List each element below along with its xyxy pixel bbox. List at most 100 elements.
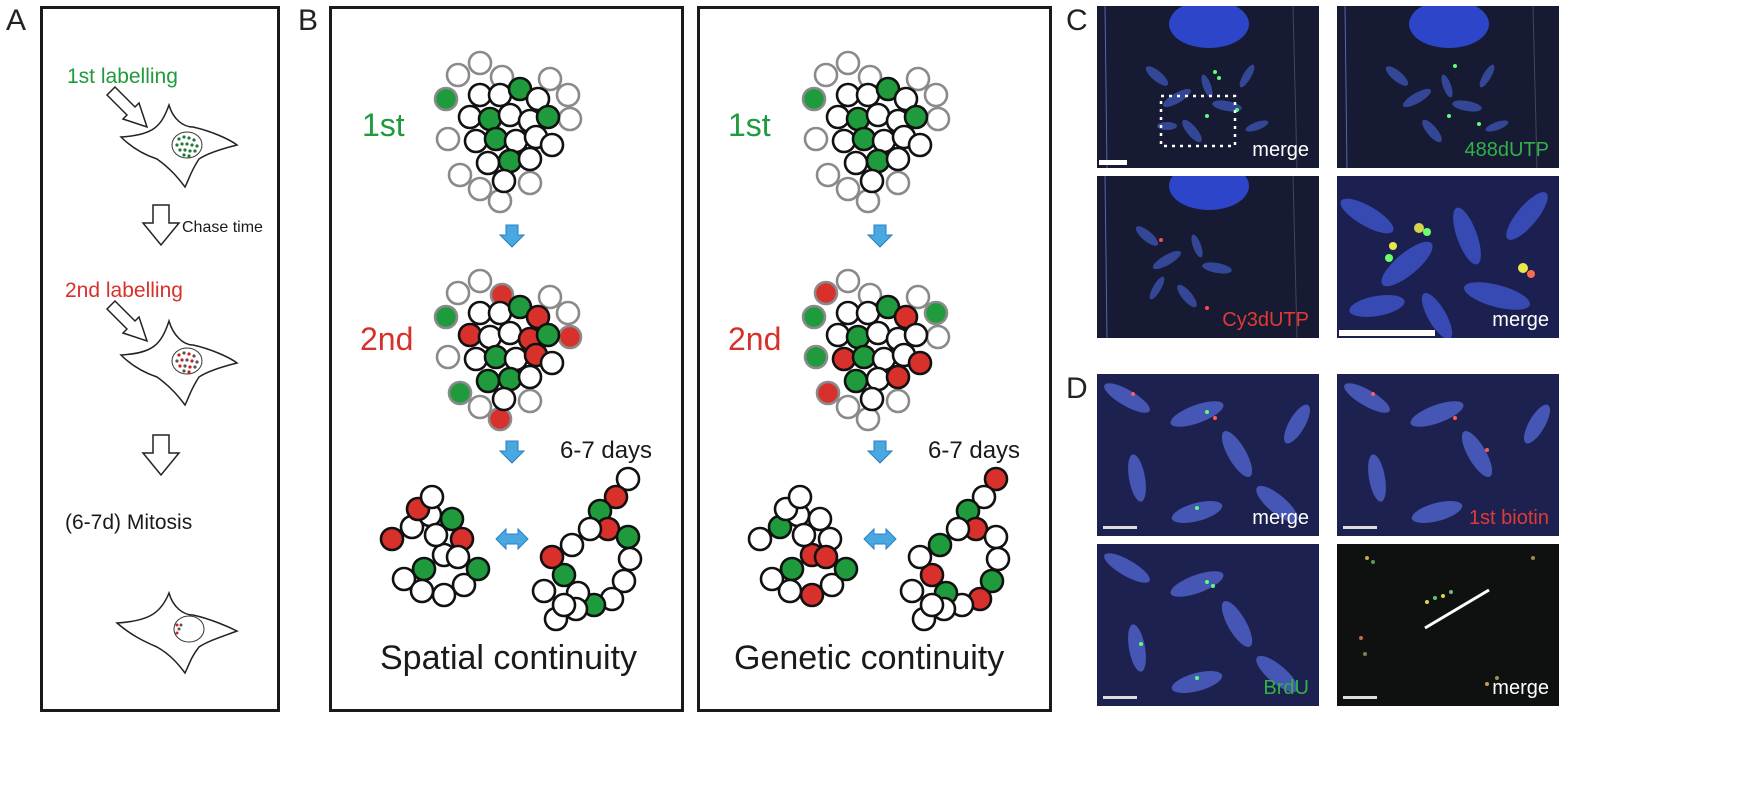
bead-outer — [801, 86, 827, 112]
bead-inner — [517, 364, 543, 390]
bead-inner — [483, 126, 509, 152]
zoom-region-box — [1159, 94, 1237, 148]
bead-inner — [539, 132, 565, 158]
b-left-drawing — [379, 50, 643, 632]
bead-outer — [433, 86, 459, 112]
first-labelling-label: 1st labelling — [67, 65, 178, 88]
chase-arrow-icon — [141, 204, 181, 247]
bead-outer — [557, 324, 583, 350]
green-label-dots — [175, 135, 199, 158]
blue-arrow-down-icon — [498, 224, 526, 248]
mixed-label-dots — [175, 351, 199, 374]
labelling-arrow-icon — [105, 85, 149, 129]
bead-inner — [855, 300, 881, 326]
second-labelling-label: 2nd labelling — [65, 279, 183, 302]
bead-inner — [475, 150, 501, 176]
chain-bead — [409, 578, 435, 604]
bead-inner — [487, 300, 513, 326]
chain-bead — [551, 592, 577, 618]
chain-bead — [807, 506, 833, 532]
nucleus-after-mitosis — [173, 615, 205, 643]
bead-inner — [491, 386, 517, 412]
chain-bead — [747, 526, 773, 552]
bead-outer — [855, 188, 881, 214]
bead-inner — [497, 366, 523, 392]
chain-bead — [617, 546, 643, 572]
chain-bead — [431, 582, 457, 608]
bead-inner — [475, 368, 501, 394]
chain-bead — [819, 572, 845, 598]
blue-arrow-down-icon — [498, 440, 526, 464]
bead-outer — [835, 268, 861, 294]
chain-bead — [391, 566, 417, 592]
bead-inner — [843, 368, 869, 394]
chain-bead — [799, 582, 825, 608]
chain-bead — [919, 592, 945, 618]
scale-bar — [1099, 160, 1127, 165]
bead-inner — [859, 386, 885, 412]
panel-b-left-box: 1st 2nd 6-7 days Spatial continuity — [329, 6, 684, 712]
labelling-arrow-icon — [105, 299, 149, 343]
scale-bar — [1339, 330, 1435, 336]
chain-bead — [615, 524, 641, 550]
chain-bead — [791, 522, 817, 548]
bead-inner — [831, 346, 857, 372]
post-mitosis-dots — [175, 623, 183, 635]
chain-bead — [985, 546, 1011, 572]
bead-outer — [467, 268, 493, 294]
bead-outer — [467, 176, 493, 202]
c-image-merge: merge — [1097, 6, 1319, 168]
b-right-title: Genetic continuity — [734, 639, 1005, 677]
bead-outer — [487, 406, 513, 432]
chain-bead — [603, 484, 629, 510]
b-left-days-label: 6-7 days — [560, 437, 653, 464]
bead-outer — [801, 304, 827, 330]
chain-bead — [983, 524, 1009, 550]
bead-inner — [865, 102, 891, 128]
panel-letter-a: A — [6, 4, 27, 37]
chain-bead — [411, 556, 437, 582]
chain-bead — [779, 556, 805, 582]
bead-outer — [555, 82, 581, 108]
bead-outer — [905, 66, 931, 92]
c-image-merge-zoom: merge — [1337, 176, 1559, 338]
bead-outer — [555, 300, 581, 326]
chain-bead — [551, 562, 577, 588]
d-caption-1: merge — [1252, 507, 1309, 529]
d-image-brdu: BrdU — [1097, 544, 1319, 706]
bead-inner — [825, 322, 851, 348]
bead-outer — [835, 176, 861, 202]
bead-inner — [845, 106, 871, 132]
chain-bead — [777, 578, 803, 604]
bead-outer — [885, 170, 911, 196]
bead-inner — [845, 324, 871, 350]
bead-inner — [885, 146, 911, 172]
bead-outer — [517, 170, 543, 196]
bead-inner — [497, 320, 523, 346]
bead-inner — [825, 104, 851, 130]
bead-inner — [539, 350, 565, 376]
chain-bead — [445, 544, 471, 570]
bead-outer — [925, 324, 951, 350]
d-caption-2: 1st biotin — [1468, 507, 1549, 529]
chain-bead — [423, 522, 449, 548]
chase-time-label: Chase time — [182, 219, 263, 236]
bead-outer — [923, 300, 949, 326]
chain-bead — [577, 516, 603, 542]
bead-outer — [813, 280, 839, 306]
b-right-days-label: 6-7 days — [928, 437, 1021, 464]
bead-inner — [859, 168, 885, 194]
bead-inner — [497, 102, 523, 128]
mitosis-label: (6-7d) Mitosis — [65, 511, 193, 534]
panel-a-box: 1st labelling 2nd labelling Chase time (… — [40, 6, 280, 712]
chain-bead — [813, 544, 839, 570]
blue-arrow-down-icon — [866, 440, 894, 464]
bead-inner — [907, 350, 933, 376]
bead-inner — [865, 320, 891, 346]
c-image-488dutp: 488dUTP — [1337, 6, 1559, 168]
bead-inner — [885, 364, 911, 390]
bead-outer — [905, 284, 931, 310]
chain-bead — [759, 566, 785, 592]
panel-b-right-box: 1st 2nd 6-7 days Genetic continuity — [697, 6, 1052, 712]
bead-inner — [457, 322, 483, 348]
